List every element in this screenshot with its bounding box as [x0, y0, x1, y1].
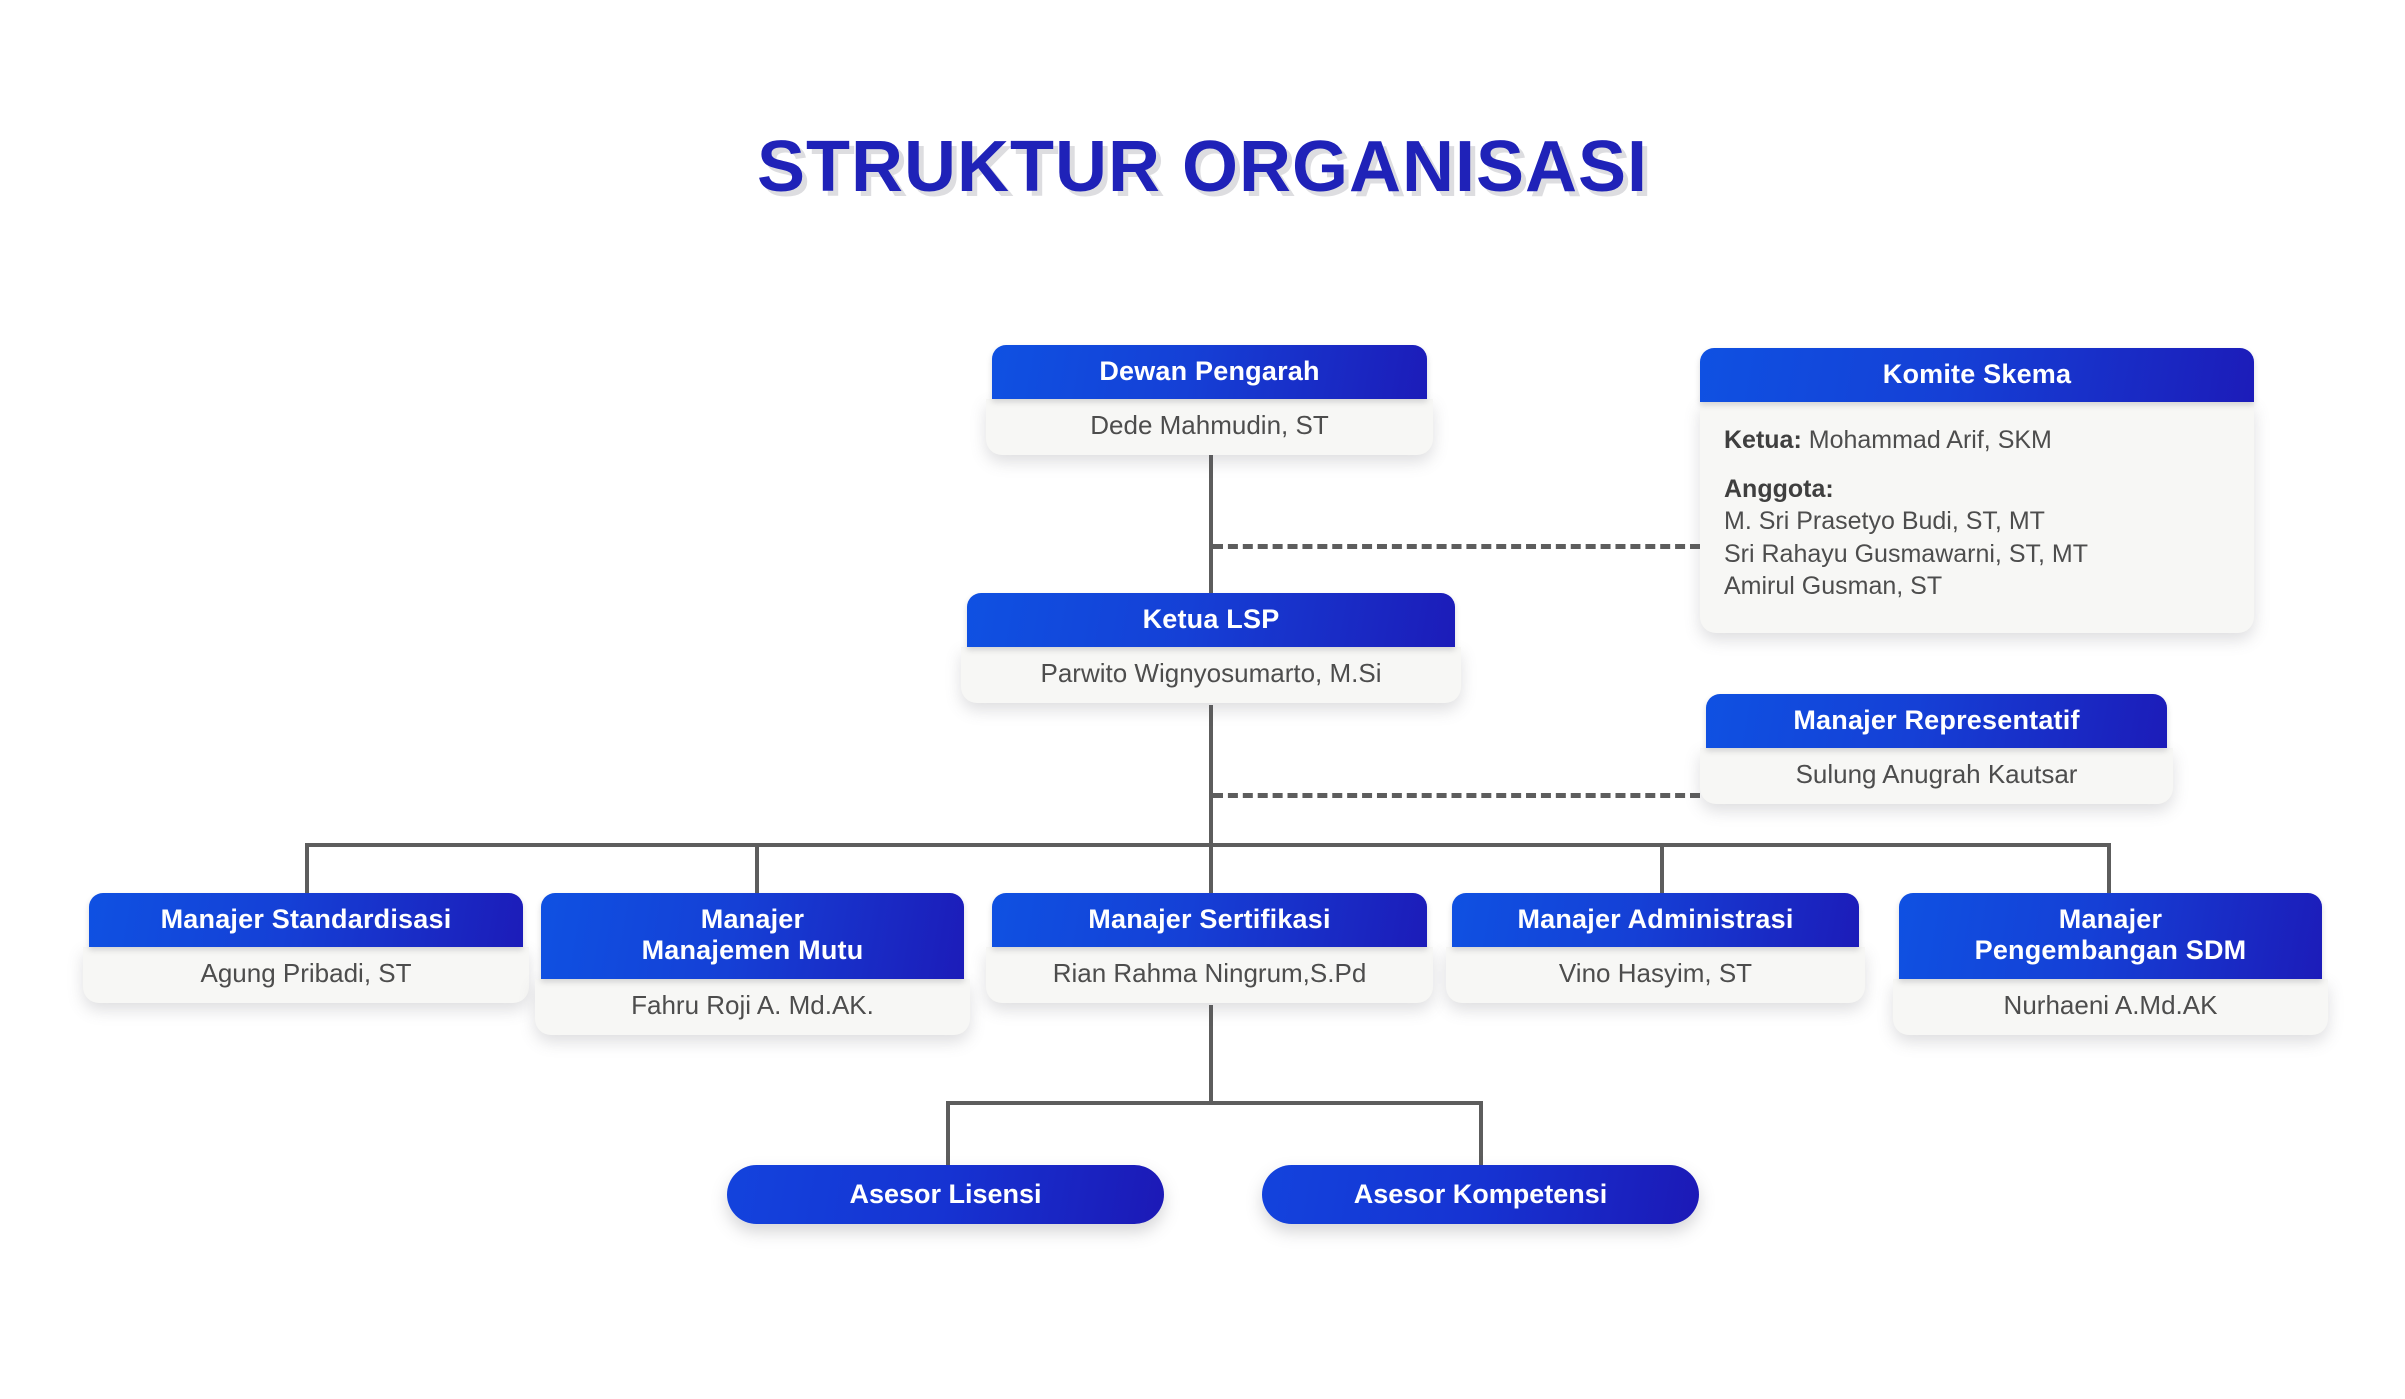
node-manajer-pengembangan-sdm-title: Manajer Pengembangan SDM: [1899, 893, 2322, 979]
komite-skema-anggota-label: Anggota:: [1724, 474, 1834, 503]
node-manajer-standardisasi[interactable]: Manajer Standardisasi Agung Pribadi, ST: [83, 893, 529, 1004]
node-manajer-pengembangan-sdm[interactable]: Manajer Pengembangan SDM Nurhaeni A.Md.A…: [1893, 893, 2328, 1035]
connector-asesor-bus: [946, 1101, 1483, 1105]
connector-manager-bus: [305, 843, 2111, 847]
node-manajer-manajemen-mutu[interactable]: Manajer Manajemen Mutu Fahru Roji A. Md.…: [535, 893, 970, 1035]
komite-skema-ketua-row: Ketua: Mohammad Arif, SKM: [1724, 424, 2230, 457]
node-komite-skema[interactable]: Komite Skema Ketua: Mohammad Arif, SKM A…: [1700, 348, 2254, 633]
node-dewan-pengarah-name: Dede Mahmudin, ST: [986, 399, 1433, 456]
connector-drop-administrasi: [1660, 843, 1664, 893]
node-manajer-pengembangan-sdm-name: Nurhaeni A.Md.AK: [1893, 978, 2328, 1035]
connector-drop-asesor-kompetensi: [1479, 1101, 1483, 1165]
node-komite-skema-title: Komite Skema: [1700, 348, 2254, 403]
node-asesor-kompetensi[interactable]: Asesor Kompetensi: [1262, 1165, 1699, 1224]
komite-skema-anggota-item: Amirul Gusman, ST: [1724, 572, 1943, 601]
node-ketua-lsp-title: Ketua LSP: [967, 593, 1455, 648]
connector-ketua-to-bus: [1209, 705, 1213, 845]
node-manajer-administrasi-title: Manajer Administrasi: [1452, 893, 1859, 948]
node-ketua-lsp[interactable]: Ketua LSP Parwito Wignyosumarto, M.Si: [961, 593, 1461, 704]
komite-skema-anggota-item: M. Sri Prasetyo Budi, ST, MT: [1724, 507, 2045, 536]
node-manajer-representatif-name: Sulung Anugrah Kautsar: [1700, 748, 2173, 805]
node-manajer-representatif-title: Manajer Representatif: [1706, 694, 2167, 749]
node-dewan-pengarah[interactable]: Dewan Pengarah Dede Mahmudin, ST: [986, 345, 1433, 456]
node-dewan-pengarah-title: Dewan Pengarah: [992, 345, 1427, 400]
node-manajer-sertifikasi[interactable]: Manajer Sertifikasi Rian Rahma Ningrum,S…: [986, 893, 1433, 1004]
node-manajer-standardisasi-title: Manajer Standardisasi: [89, 893, 523, 948]
node-komite-skema-body: Ketua: Mohammad Arif, SKM Anggota: M. Sr…: [1700, 402, 2254, 633]
connector-dashed-komite-skema: [1213, 544, 1700, 549]
node-asesor-lisensi[interactable]: Asesor Lisensi: [727, 1165, 1164, 1224]
connector-drop-pengembangan-sdm: [2107, 843, 2111, 893]
connector-drop-manajemen-mutu: [755, 843, 759, 893]
connector-drop-asesor-lisensi: [946, 1101, 950, 1165]
node-manajer-sertifikasi-title: Manajer Sertifikasi: [992, 893, 1427, 948]
title-line-1: Manajer: [700, 904, 805, 934]
title-line-2: Manajemen Mutu: [641, 935, 864, 966]
komite-skema-anggota-item: Sri Rahayu Gusmawarni, ST, MT: [1724, 539, 2088, 568]
node-manajer-standardisasi-name: Agung Pribadi, ST: [83, 947, 529, 1004]
komite-skema-ketua-label: Ketua:: [1724, 426, 1802, 455]
title-line-1: Manajer: [2058, 904, 2163, 934]
title-line-2: Pengembangan SDM: [1974, 935, 2247, 966]
connector-drop-sertifikasi: [1209, 843, 1213, 893]
page-title: STRUKTUR ORGANISASI: [756, 127, 1648, 207]
node-manajer-administrasi-name: Vino Hasyim, ST: [1446, 947, 1865, 1004]
komite-skema-ketua-name: Mohammad Arif, SKM: [1808, 426, 2052, 455]
node-ketua-lsp-name: Parwito Wignyosumarto, M.Si: [961, 647, 1461, 704]
node-manajer-administrasi[interactable]: Manajer Administrasi Vino Hasyim, ST: [1446, 893, 1865, 1004]
node-manajer-sertifikasi-name: Rian Rahma Ningrum,S.Pd: [986, 947, 1433, 1004]
connector-sertifikasi-to-asesor-bus: [1209, 1005, 1213, 1104]
node-manajer-representatif[interactable]: Manajer Representatif Sulung Anugrah Kau…: [1700, 694, 2173, 805]
connector-dashed-manajer-representatif: [1213, 793, 1700, 798]
connector-dewan-to-ketua: [1209, 452, 1213, 598]
node-manajer-manajemen-mutu-name: Fahru Roji A. Md.AK.: [535, 978, 970, 1035]
connector-drop-standardisasi: [305, 843, 309, 893]
node-manajer-manajemen-mutu-title: Manajer Manajemen Mutu: [541, 893, 964, 979]
